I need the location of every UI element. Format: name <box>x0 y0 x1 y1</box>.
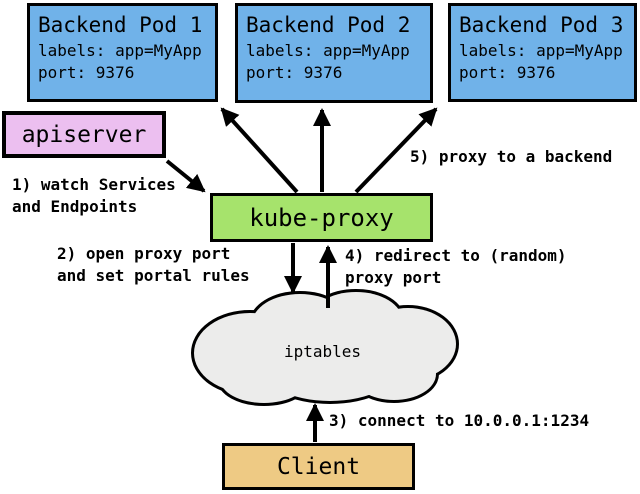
arrow-kubeproxy-to-pod3 <box>354 107 438 194</box>
iptables-cloud <box>191 289 459 406</box>
arrows <box>165 107 438 442</box>
iptables-label: iptables <box>284 342 362 361</box>
backend-pod-1: Backend Pod 1 labels: app=MyApp port: 93… <box>27 3 218 102</box>
apiserver-node: apiserver <box>2 111 166 158</box>
arrow-kubeproxy-to-pod1 <box>220 107 299 194</box>
pod-1-labels: labels: app=MyApp <box>38 41 202 60</box>
pod-3-title: Backend Pod 3 <box>459 13 624 37</box>
pod-3-labels: labels: app=MyApp <box>459 41 623 60</box>
step-4-redirect: 4) redirect to (random) proxy port <box>345 246 567 287</box>
step-5-proxy-to-backend: 5) proxy to a backend <box>410 147 613 166</box>
client-node: Client <box>222 443 415 490</box>
kube-proxy-label: kube-proxy <box>249 203 394 232</box>
pod-2-labels: labels: app=MyApp <box>246 41 410 60</box>
pod-3-port: port: 9376 <box>459 63 556 82</box>
step-3-connect: 3) connect to 10.0.0.1:1234 <box>329 411 590 430</box>
backend-pod-3: Backend Pod 3 labels: app=MyApp port: 93… <box>448 3 637 102</box>
pod-2-port: port: 9376 <box>246 63 343 82</box>
pod-2-title: Backend Pod 2 <box>246 13 411 37</box>
step-2-open-proxy-port: 2) open proxy port and set portal rules <box>57 244 250 285</box>
kube-proxy-node: kube-proxy <box>210 193 433 242</box>
apiserver-label: apiserver <box>21 121 147 148</box>
arrow-apiserver-to-kubeproxy <box>165 159 206 193</box>
pod-1-title: Backend Pod 1 <box>38 13 203 37</box>
cloud-fill <box>194 292 456 403</box>
backend-pod-2: Backend Pod 2 labels: app=MyApp port: 93… <box>235 3 433 103</box>
pod-1-port: port: 9376 <box>38 63 135 82</box>
client-label: Client <box>276 453 361 480</box>
step-1-watch-services: 1) watch Services and Endpoints <box>12 175 176 216</box>
